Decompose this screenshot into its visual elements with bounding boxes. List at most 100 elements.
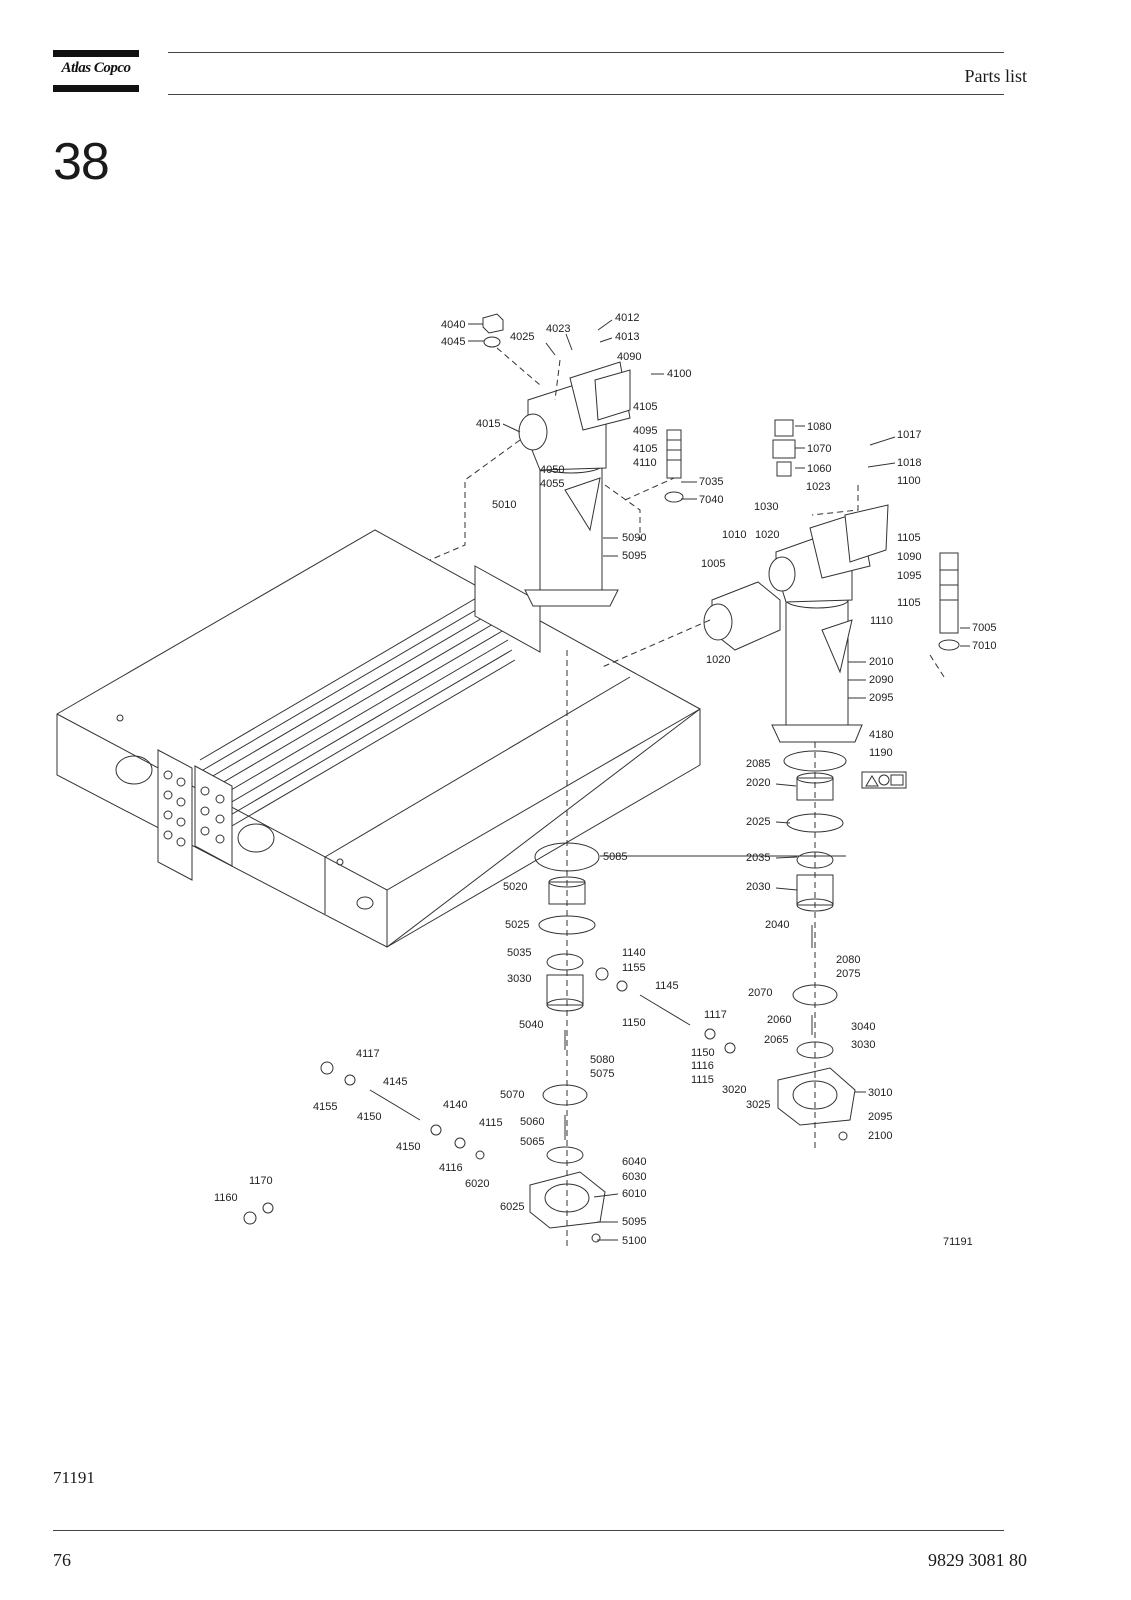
callout-4013: 4013	[615, 331, 639, 343]
leader-lines	[468, 319, 970, 1241]
callout-2040: 2040	[765, 919, 789, 931]
logo-bar-top	[53, 50, 139, 57]
callout-6010: 6010	[622, 1188, 646, 1200]
callout-2065: 2065	[764, 1034, 788, 1046]
callout-4150: 4150	[357, 1111, 381, 1123]
callout-1150: 1150	[622, 1017, 646, 1029]
callout-1030: 1030	[754, 501, 778, 513]
callout-5035: 5035	[507, 947, 531, 959]
callout-4095: 4095	[633, 425, 657, 437]
callout-4180: 4180	[869, 729, 893, 741]
callout-4055: 4055	[540, 478, 564, 490]
callout-7035: 7035	[699, 476, 723, 488]
callout-2090: 2090	[869, 674, 893, 686]
callout-1155: 1155	[622, 962, 646, 974]
callout-2085: 2085	[746, 758, 770, 770]
atlas-copco-logo: Atlas Copco	[53, 50, 139, 92]
callout-5070: 5070	[500, 1089, 524, 1101]
callout-5095: 5095	[622, 550, 646, 562]
callout-1160: 1160	[214, 1192, 238, 1204]
callout-5075: 5075	[590, 1068, 614, 1080]
callout-7010: 7010	[972, 640, 996, 652]
valve-1005	[703, 581, 781, 651]
callout-4117: 4117	[356, 1048, 380, 1060]
callout-2070: 2070	[748, 987, 772, 999]
callout-5060: 5060	[520, 1116, 544, 1128]
callout-4116: 4116	[439, 1162, 463, 1174]
callout-4025: 4025	[510, 331, 534, 343]
callout-7005: 7005	[972, 622, 996, 634]
housing-top-left	[518, 361, 631, 471]
callout-1100: 1100	[897, 475, 921, 487]
callout-2025: 2025	[746, 816, 770, 828]
flange-plate-top	[474, 565, 541, 653]
callout-1117: 1117	[704, 1009, 727, 1021]
callout-4050: 4050	[540, 464, 564, 476]
separator-column-right	[771, 591, 863, 743]
callout-4105-b: 4105	[633, 443, 657, 455]
callout-4110: 4110	[633, 457, 657, 469]
plug-4040	[482, 313, 504, 348]
callout-5040: 5040	[519, 1019, 543, 1031]
callout-4045: 4045	[441, 336, 465, 348]
callout-4105: 4105	[633, 401, 657, 413]
header-rule-bottom	[168, 94, 1004, 95]
callout-2010: 2010	[869, 656, 893, 668]
callout-1190: 1190	[869, 747, 893, 759]
callout-4150-b: 4150	[396, 1141, 420, 1153]
callout-1170: 1170	[249, 1175, 273, 1187]
callout-1080: 1080	[807, 421, 831, 433]
drain-assembly-right	[777, 750, 856, 1141]
callout-2095-b: 2095	[868, 1111, 892, 1123]
callout-5095-b: 5095	[622, 1216, 646, 1228]
callout-1010: 1010	[722, 529, 746, 541]
callout-2095: 2095	[869, 692, 893, 704]
assembly-lines	[429, 347, 947, 1250]
callout-5100: 5100	[622, 1235, 646, 1247]
callout-3025: 3025	[746, 1099, 770, 1111]
logo-wordmark: Atlas Copco	[61, 60, 131, 76]
callout-1145: 1145	[655, 980, 679, 992]
callout-6025: 6025	[500, 1201, 524, 1213]
callout-3030: 3030	[851, 1039, 875, 1051]
callout-2030: 2030	[746, 881, 770, 893]
hose-fittings	[243, 967, 736, 1225]
callout-2020: 2020	[746, 777, 770, 789]
callout-6040: 6040	[622, 1156, 646, 1168]
callout-6020: 6020	[465, 1178, 489, 1190]
callout-4115: 4115	[479, 1117, 503, 1129]
callout-4090: 4090	[617, 351, 641, 363]
separator-column-left	[524, 456, 619, 607]
callout-4012: 4012	[615, 312, 639, 324]
callout-1018: 1018	[897, 457, 921, 469]
section-title: Parts list	[964, 66, 1027, 86]
callout-5080: 5080	[590, 1054, 614, 1066]
callout-4023: 4023	[546, 323, 570, 335]
callout-1060: 1060	[807, 463, 831, 475]
callout-1105: 1105	[897, 532, 921, 544]
page-number: 76	[53, 1550, 71, 1570]
callout-1020: 1020	[755, 529, 779, 541]
callout-4145: 4145	[383, 1076, 407, 1088]
callout-5020: 5020	[503, 881, 527, 893]
callout-3020: 3020	[722, 1084, 746, 1096]
callout-5010: 5010	[492, 499, 516, 511]
callout-1023: 1023	[806, 481, 830, 493]
callout-1090: 1090	[897, 551, 921, 563]
cooler-tubes	[199, 589, 516, 831]
footer-rule	[53, 1530, 1004, 1531]
callout-5090: 5090	[622, 532, 646, 544]
callout-3010: 3010	[868, 1087, 892, 1099]
chapter-number: 38	[53, 133, 110, 191]
document-number: 9829 3081 80	[928, 1550, 1027, 1570]
callout-2035: 2035	[746, 852, 770, 864]
callout-1020-b: 1020	[706, 654, 730, 666]
callout-1005: 1005	[701, 558, 725, 570]
figure-reference: 71191	[53, 1468, 95, 1487]
callout-1017: 1017	[897, 429, 921, 441]
callout-2080: 2080	[836, 954, 860, 966]
nipple-7005	[938, 552, 960, 651]
callout-5085: 5085	[603, 851, 627, 863]
callout-6030: 6030	[622, 1171, 646, 1183]
